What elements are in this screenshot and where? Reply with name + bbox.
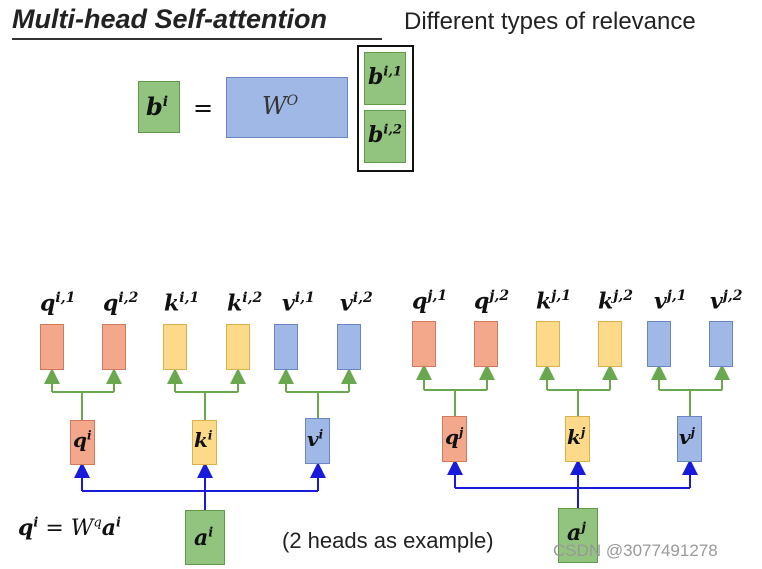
watermark: CSDN @3077491278 xyxy=(553,541,718,560)
q-i2-label: qi,2 xyxy=(103,290,139,317)
q-equation: qi = Wqai xyxy=(18,515,121,541)
q-i1-box xyxy=(40,324,64,370)
v-j-label: vj xyxy=(679,425,695,449)
k-j-box xyxy=(565,416,590,462)
k-j2-box xyxy=(598,321,622,367)
q-j-box xyxy=(442,416,467,462)
b-i2-label: bi,2 xyxy=(368,122,402,148)
q-i-label: qi xyxy=(73,428,92,452)
v-j1-label: vj,1 xyxy=(654,288,687,315)
slide-subtitle: Different types of relevance xyxy=(404,8,696,35)
a-j-label: aj xyxy=(567,520,586,546)
k-j1-label: kj,1 xyxy=(536,288,571,315)
equals-sign: = xyxy=(193,94,214,122)
b-i-box xyxy=(138,81,180,133)
title-underline xyxy=(12,38,382,40)
v-i2-box xyxy=(337,324,361,370)
a-j-box xyxy=(558,508,598,563)
v-j-box xyxy=(677,416,702,462)
w-o-label: WO xyxy=(262,92,299,120)
q-i1-label: qi,1 xyxy=(40,290,76,317)
w-o-matrix xyxy=(226,77,348,138)
v-j1-box xyxy=(647,321,671,367)
a-i-label: ai xyxy=(194,525,214,551)
k-i2-label: ki,2 xyxy=(227,290,263,317)
q-j2-label: qj,2 xyxy=(474,288,510,315)
b-i1-label: bi,1 xyxy=(368,64,402,90)
q-i-box xyxy=(70,420,95,465)
q-j1-label: qj,1 xyxy=(412,288,448,315)
k-i1-box xyxy=(163,324,187,370)
k-i-box xyxy=(192,420,217,465)
k-i1-label: ki,1 xyxy=(164,290,200,317)
q-j-label: qj xyxy=(445,425,464,449)
b-i1-box xyxy=(364,52,406,105)
k-j1-box xyxy=(536,321,560,367)
v-i1-box xyxy=(274,324,298,370)
b-i2-box xyxy=(364,110,406,163)
k-i-label: ki xyxy=(194,428,213,452)
k-i2-box xyxy=(226,324,250,370)
v-i-label: vi xyxy=(307,427,324,451)
v-i2-label: vi,2 xyxy=(340,290,373,317)
a-i-box xyxy=(185,510,225,565)
v-j2-label: vj,2 xyxy=(710,288,743,315)
q-i2-box xyxy=(102,324,126,370)
v-i-box xyxy=(305,418,330,464)
heads-note: (2 heads as example) xyxy=(282,528,494,553)
b-i-label: bi xyxy=(146,92,169,121)
k-j-label: kj xyxy=(567,425,586,449)
q-j2-box xyxy=(474,321,498,367)
b-stack-frame xyxy=(357,45,414,172)
v-i1-label: vi,1 xyxy=(282,290,315,317)
q-j1-box xyxy=(412,321,436,367)
slide-title: Multi-head Self-attention xyxy=(12,4,327,34)
v-j2-box xyxy=(709,321,733,367)
k-j2-label: kj,2 xyxy=(598,288,633,315)
